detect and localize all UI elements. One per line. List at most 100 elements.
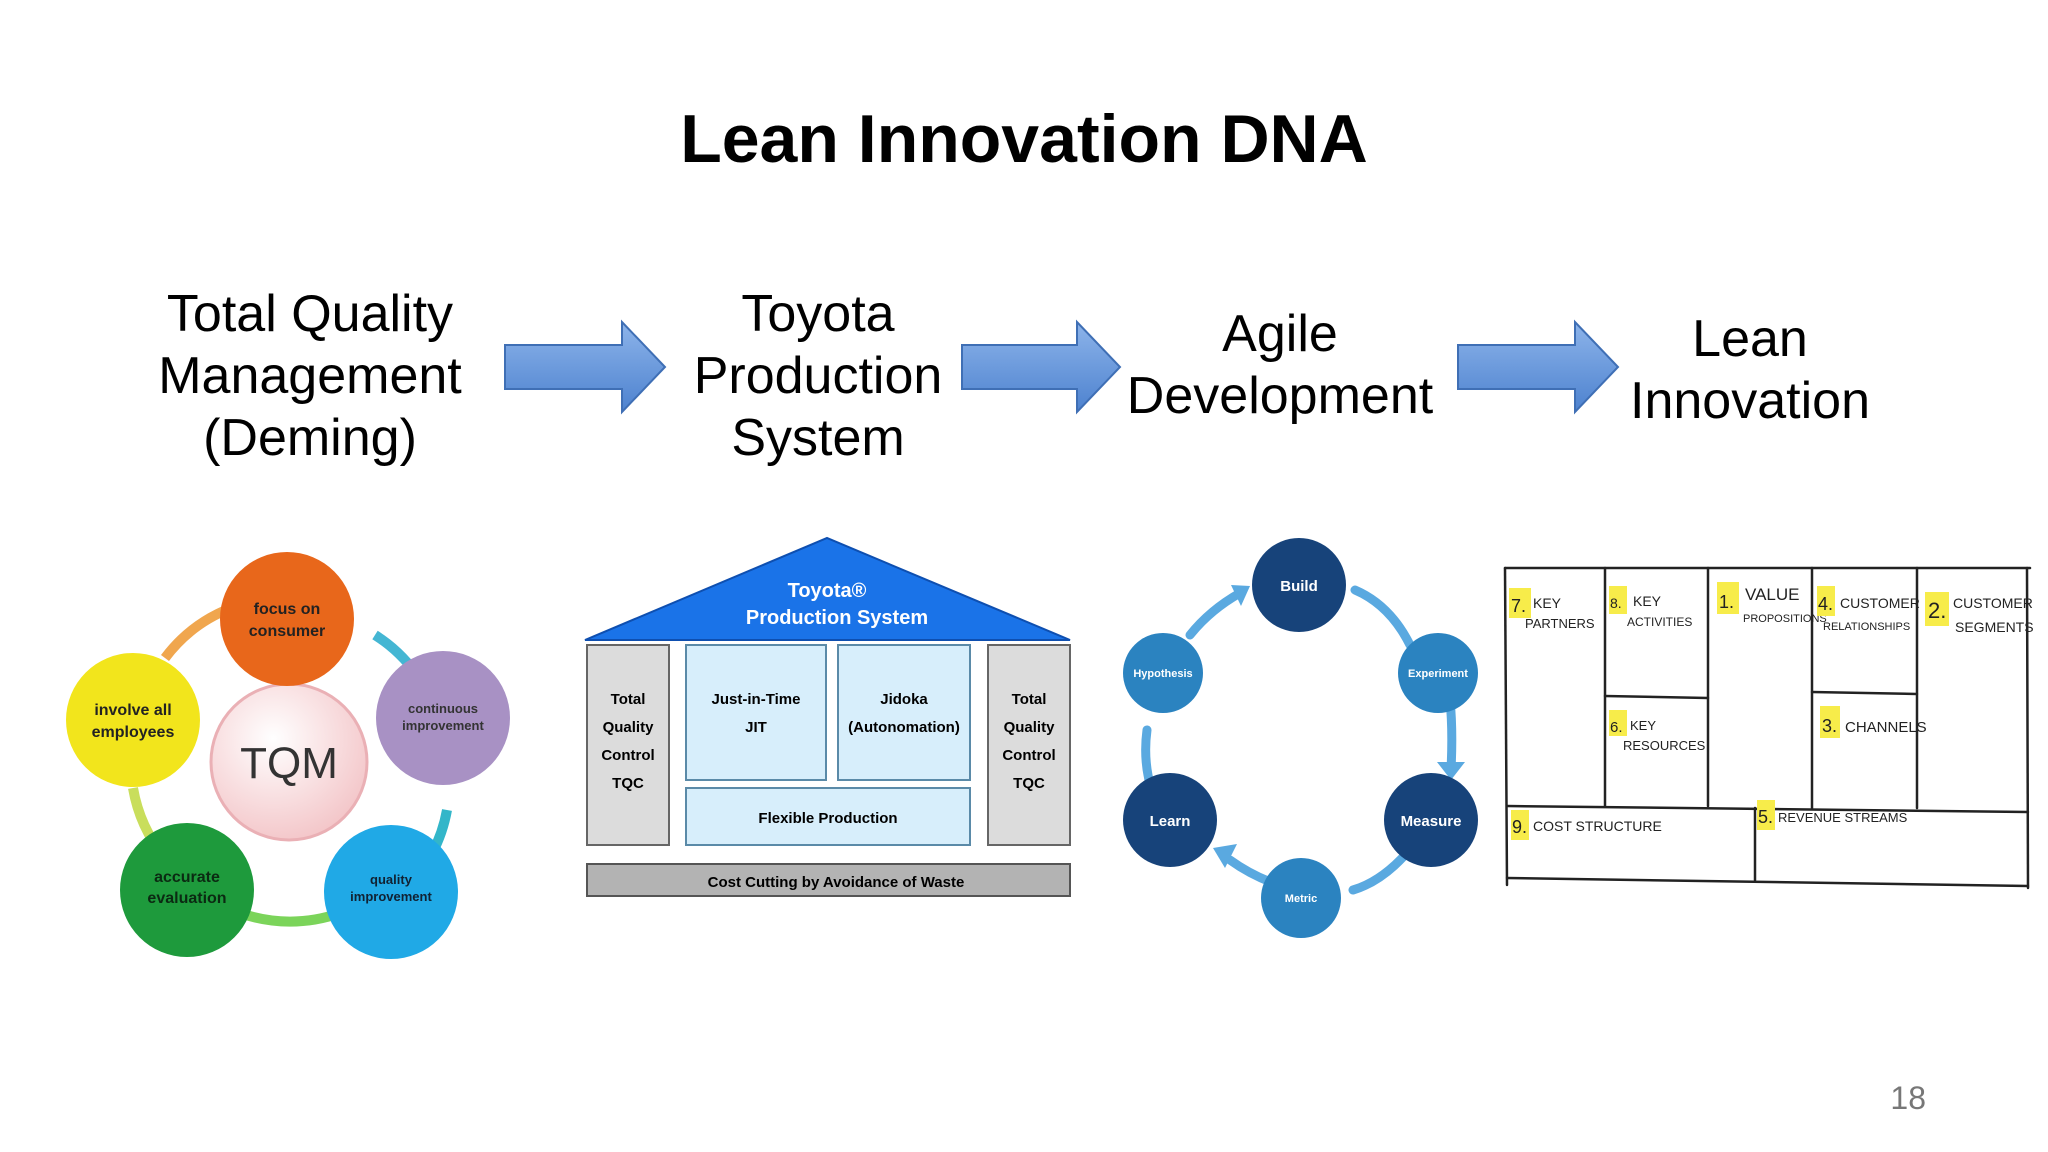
canvas-cell-label: KEY — [1630, 718, 1656, 733]
tps-jit-box — [685, 644, 827, 781]
canvas-cell-label: RESOURCES — [1623, 738, 1706, 753]
tps-jit-text: JIT — [745, 719, 767, 736]
tps-jidoka-text: (Autonomation) — [848, 719, 960, 736]
tps-pillar-text: Quality — [603, 719, 655, 736]
canvas-line — [2025, 566, 2030, 890]
stage-line: Management — [158, 347, 462, 405]
canvas-cell-label: SEGMENTS — [1955, 619, 2034, 635]
highlight — [1717, 582, 1739, 614]
agile-cycle-arc — [1185, 588, 1245, 640]
tqm-node-label: involve all — [94, 702, 171, 719]
tps-pillar-text: TQC — [1013, 775, 1045, 792]
stage-line: Agile — [1222, 305, 1338, 363]
tps-flexible-box — [685, 787, 971, 846]
tqm-node-focus: focus on consumer — [220, 552, 354, 686]
tps-roof-line: Production System — [746, 607, 928, 629]
agile-node-learn: Learn — [1123, 773, 1217, 867]
agile-cycle-arc — [1350, 585, 1415, 650]
agile-cycle-arc — [1348, 850, 1410, 895]
arrow-down-icon — [1437, 762, 1465, 780]
tqm-ring-segment — [238, 908, 342, 927]
canvas-cell-label: KEY — [1633, 593, 1662, 609]
tqm-node-label: evaluation — [147, 890, 226, 907]
agile-node-label: Hypothesis — [1133, 668, 1192, 680]
canvas-cell-label: CUSTOMER — [1953, 595, 2033, 611]
agile-node-metric: Metric — [1261, 858, 1341, 938]
canvas-cell-num: 9. — [1512, 817, 1527, 837]
tps-pillar-text: Control — [1002, 747, 1055, 764]
canvas-cell-num: 5. — [1758, 807, 1773, 827]
tqm-node-continuous: continuous improvement — [376, 651, 510, 785]
stage-line: System — [731, 409, 905, 467]
tqm-diagram: TQM focus on consumer continuous improve… — [66, 552, 510, 959]
tps-flexible-text: Flexible Production — [758, 810, 897, 827]
tqm-node-label: accurate — [154, 869, 220, 886]
tqm-node-label: consumer — [249, 623, 325, 640]
agile-node-label: Experiment — [1408, 668, 1468, 680]
stage-line: Innovation — [1630, 372, 1870, 430]
agile-node-build: Build — [1252, 538, 1346, 632]
canvas-cell-label: RELATIONSHIPS — [1823, 621, 1910, 633]
tqm-node-label: focus on — [254, 601, 321, 618]
agile-node-label: Measure — [1401, 813, 1462, 830]
stage-line: Production — [693, 347, 943, 405]
tps-right-pillar — [987, 644, 1071, 846]
arrow-left-icon — [1213, 844, 1237, 868]
canvas-cell-label: CUSTOMER — [1840, 595, 1920, 611]
canvas-cell-num: 8. — [1610, 595, 1622, 611]
tps-pillar-text: Control — [601, 747, 654, 764]
tqm-node-accurate: accurate evaluation — [120, 823, 254, 957]
tps-base-text: Cost Cutting by Avoidance of Waste — [708, 874, 965, 891]
agile-node-label: Build — [1280, 578, 1318, 595]
stage-tps-label: Toyota Production System — [668, 283, 968, 469]
canvas-cell-label: COST STRUCTURE — [1533, 818, 1662, 834]
highlight — [1817, 586, 1835, 616]
stage-line: (Deming) — [203, 409, 417, 467]
agile-node-label: Metric — [1285, 893, 1317, 905]
canvas-cell-num: 2. — [1928, 598, 1946, 623]
stage-line: Total Quality — [166, 285, 454, 343]
canvas-cell-num: 3. — [1822, 716, 1837, 736]
tps-roof-line: Toyota® — [788, 580, 867, 602]
canvas-cell-label: KEY — [1533, 595, 1562, 611]
highlight — [1820, 706, 1840, 738]
arrow-right-icon — [504, 319, 667, 415]
canvas-cell-num: 4. — [1818, 594, 1833, 614]
tqm-node-label: improvement — [402, 718, 484, 733]
arrow-up-icon — [1231, 585, 1250, 606]
tqm-node-label: continuous — [408, 701, 478, 716]
stage-agile-label: Agile Development — [1115, 303, 1445, 427]
tps-pillar-text: Total — [611, 691, 646, 708]
canvas-line — [1505, 876, 2030, 888]
canvas-line — [1503, 566, 1509, 887]
tps-pillar-text: TQC — [612, 775, 644, 792]
highlight — [1609, 710, 1627, 736]
tps-house-diagram: Toyota® Production System Total Quality … — [584, 536, 1071, 897]
canvas-cell-label: VALUE — [1745, 585, 1800, 604]
canvas-cell-label: ACTIVITIES — [1627, 615, 1692, 629]
tps-jidoka-box — [837, 644, 971, 781]
arrow-right-icon — [1457, 319, 1620, 415]
agile-node-experiment: Experiment — [1398, 633, 1478, 713]
tps-roof — [584, 536, 1071, 641]
stage-lean-label: Lean Innovation — [1605, 308, 1895, 432]
tps-pillar-text: Quality — [1004, 719, 1056, 736]
tps-pillar-text: Total — [1012, 691, 1047, 708]
highlight — [1609, 586, 1627, 614]
canvas-cell-label: PROPOSITIONS — [1743, 613, 1827, 625]
tqm-node-label: quality — [370, 872, 413, 887]
canvas-cell-label: CHANNELS — [1845, 719, 1927, 736]
canvas-cell-num: 7. — [1511, 596, 1526, 616]
arrow-right-icon — [961, 319, 1122, 415]
slide-title: Lean Innovation DNA — [680, 101, 1368, 177]
tqm-node-involve: involve all employees — [66, 653, 200, 787]
stage-tqm-label: Total Quality Management (Deming) — [140, 283, 480, 469]
canvas-cell-label: PARTNERS — [1525, 616, 1595, 631]
canvas-cell-label: REVENUE STREAMS — [1778, 810, 1908, 825]
highlight — [1509, 588, 1531, 618]
agile-cycle-diagram: Build Experiment Measure Metric Learn Hy… — [1123, 538, 1478, 938]
highlight — [1511, 810, 1529, 840]
tps-base — [586, 863, 1071, 897]
tqm-node-label: employees — [92, 724, 175, 741]
